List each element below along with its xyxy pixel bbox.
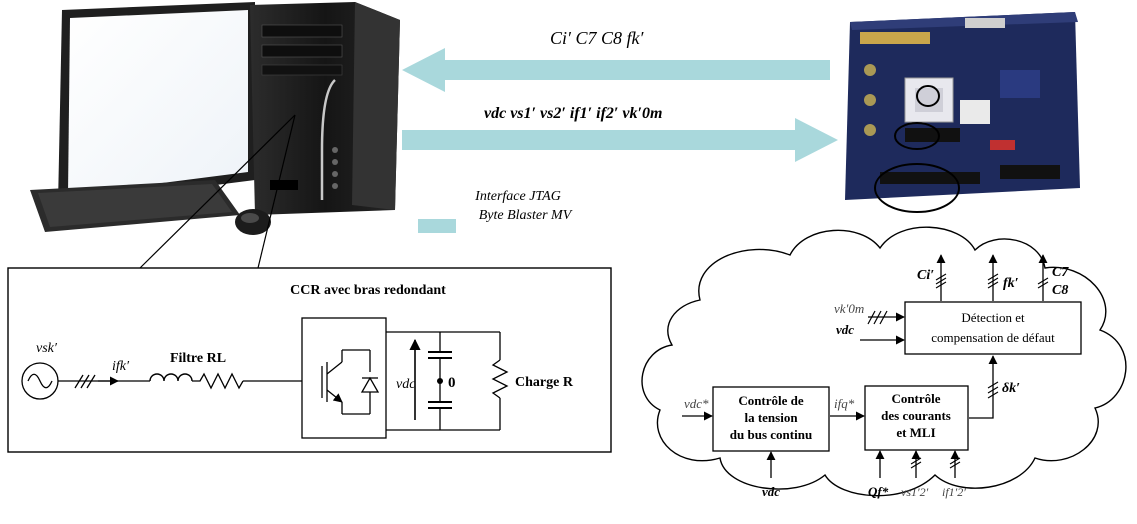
converter-box bbox=[301, 317, 387, 439]
keyboard bbox=[30, 180, 240, 232]
detection-block bbox=[904, 301, 1082, 355]
mouse bbox=[235, 209, 271, 235]
load-resistor-symbol bbox=[491, 359, 509, 399]
arrow-to-board bbox=[402, 118, 838, 162]
monitor-screen bbox=[68, 10, 248, 195]
fpga-board-illustration bbox=[845, 12, 1080, 213]
converter-title: CCR avec bras redondant bbox=[290, 283, 446, 298]
delta-label: δk′ bbox=[1002, 381, 1020, 396]
header-pins bbox=[880, 172, 980, 184]
svg-text:Contrôle: Contrôle bbox=[891, 391, 940, 406]
jtag-line1: Interface JTAG bbox=[474, 189, 561, 204]
transfer-arrows: Ci′ C7 C8 fk′ vdc vs1′ vs2′ if1′ if2′ vk… bbox=[402, 28, 838, 162]
board-connector bbox=[860, 32, 930, 44]
computer-illustration bbox=[30, 2, 400, 235]
svg-text:compensation de défaut: compensation de défaut bbox=[931, 330, 1055, 345]
filter-label: Filtre RL bbox=[170, 351, 226, 366]
midpoint-label: 0 bbox=[448, 375, 456, 391]
vdc-bottom-label: vdc bbox=[762, 484, 780, 499]
svg-text:Contrôle de: Contrôle de bbox=[738, 393, 804, 408]
fk-output-label: fk′ bbox=[1003, 276, 1019, 291]
header-pins bbox=[1000, 165, 1060, 179]
vs-label: vs1′2′ bbox=[901, 485, 929, 499]
c8-output-label: C8 bbox=[1052, 283, 1068, 298]
svg-text:la tension: la tension bbox=[744, 410, 798, 425]
if-label: if1′2′ bbox=[942, 485, 966, 499]
current-control-block bbox=[864, 385, 969, 451]
control-cloud: Contrôle de la tension du bus continu Co… bbox=[641, 226, 1127, 499]
svg-text:Détection et: Détection et bbox=[961, 310, 1025, 325]
highlight-circle bbox=[894, 122, 940, 150]
zoom-line bbox=[257, 114, 296, 269]
arrow-to-pc bbox=[402, 48, 830, 92]
power-circuit: CCR avec bras redondant vsk′ ifk′ Filtre… bbox=[7, 267, 612, 453]
highlight-circle bbox=[916, 85, 940, 107]
resistor-symbol bbox=[192, 372, 244, 390]
load-label: Charge R bbox=[515, 375, 574, 390]
ci-output-label: Ci′ bbox=[917, 268, 934, 283]
vdc-detect-label: vdc bbox=[836, 322, 854, 337]
monitor bbox=[58, 2, 255, 218]
vdc-label: vdc bbox=[396, 377, 416, 392]
qf-label: Qf* bbox=[868, 484, 889, 499]
vdc-ref-label: vdc* bbox=[684, 396, 709, 411]
top-arrow-label: Ci′ C7 C8 fk′ bbox=[550, 28, 644, 48]
jtag-line2: Byte Blaster MV bbox=[479, 208, 573, 223]
bottom-arrow-label: vdc vs1′ vs2′ if1′ if2′ vk′0m bbox=[484, 105, 662, 122]
inductor-symbol bbox=[149, 373, 193, 382]
pc-tower bbox=[250, 2, 400, 215]
highlight-circle bbox=[874, 163, 960, 213]
delta-arrow bbox=[969, 355, 998, 419]
current-label: ifk′ bbox=[112, 359, 130, 374]
tower-slot bbox=[270, 180, 298, 190]
drive-bay bbox=[261, 44, 343, 58]
jtag-legend: Interface JTAG Byte Blaster MV bbox=[418, 189, 573, 233]
jtag-swatch bbox=[418, 219, 456, 233]
drive-bay bbox=[261, 24, 343, 38]
three-phase-mark bbox=[74, 374, 84, 389]
voltage-control-block bbox=[712, 386, 830, 452]
vk0m-label: vk′0m bbox=[834, 301, 864, 316]
source-label: vsk′ bbox=[36, 341, 58, 356]
ifq-ref-label: ifq* bbox=[834, 396, 855, 411]
zoom-line bbox=[139, 114, 296, 269]
svg-text:du bus continu: du bus continu bbox=[730, 427, 812, 442]
c7-output-label: C7 bbox=[1052, 265, 1069, 280]
dip-switch bbox=[990, 140, 1015, 150]
midpoint-dot bbox=[437, 378, 443, 384]
board-chip bbox=[905, 128, 960, 142]
tower-accent bbox=[320, 79, 336, 200]
board-chip bbox=[960, 100, 990, 124]
svg-text:et MLI: et MLI bbox=[896, 425, 935, 440]
svg-text:des courants: des courants bbox=[881, 408, 951, 423]
drive-bay bbox=[261, 64, 343, 76]
